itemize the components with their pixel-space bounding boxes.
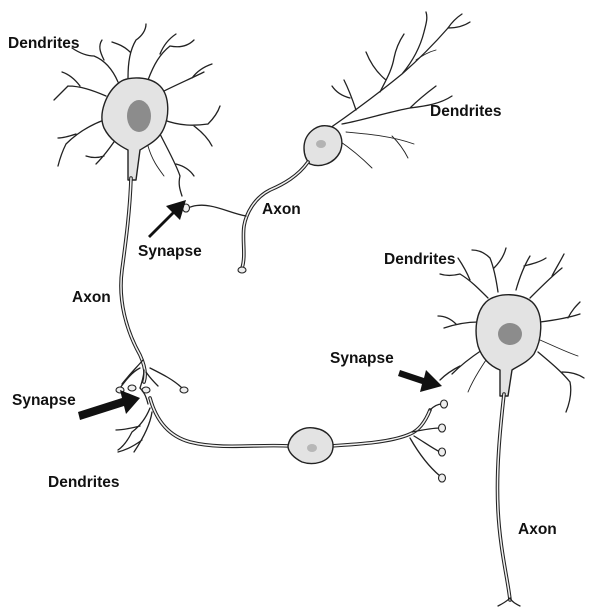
neuron-top-left [54, 24, 220, 393]
neuron-top-right-nucleus [316, 140, 326, 148]
label-axon-upper-right: Axon [262, 201, 301, 218]
neuron-right-cell-body [476, 295, 541, 396]
label-synapse-upper: Synapse [138, 243, 202, 260]
synapse-arrow-upper [148, 200, 186, 238]
neuron-top-left-nucleus [127, 100, 151, 132]
neuron-bottom-nucleus [307, 444, 317, 452]
label-axon-left: Axon [72, 289, 111, 306]
label-dendrites-top-left: Dendrites [8, 35, 80, 52]
label-synapse-right: Synapse [330, 350, 394, 367]
neuron-right-nucleus [498, 323, 522, 345]
neuron-top-right-dendrites [330, 12, 470, 168]
label-axon-bottom-right: Axon [518, 521, 557, 538]
label-dendrites-top-right: Dendrites [430, 103, 502, 120]
neuron-right [438, 248, 584, 606]
synapse-arrow-right [398, 370, 442, 392]
neuron-bottom [116, 388, 448, 482]
label-dendrites-bottom-left: Dendrites [48, 474, 120, 491]
synapse-arrow-lower-left [78, 390, 140, 420]
label-dendrites-right: Dendrites [384, 251, 456, 268]
label-synapse-lower-left: Synapse [12, 392, 76, 409]
neuron-top-right [183, 12, 471, 273]
neuron-right-axon [497, 394, 520, 606]
